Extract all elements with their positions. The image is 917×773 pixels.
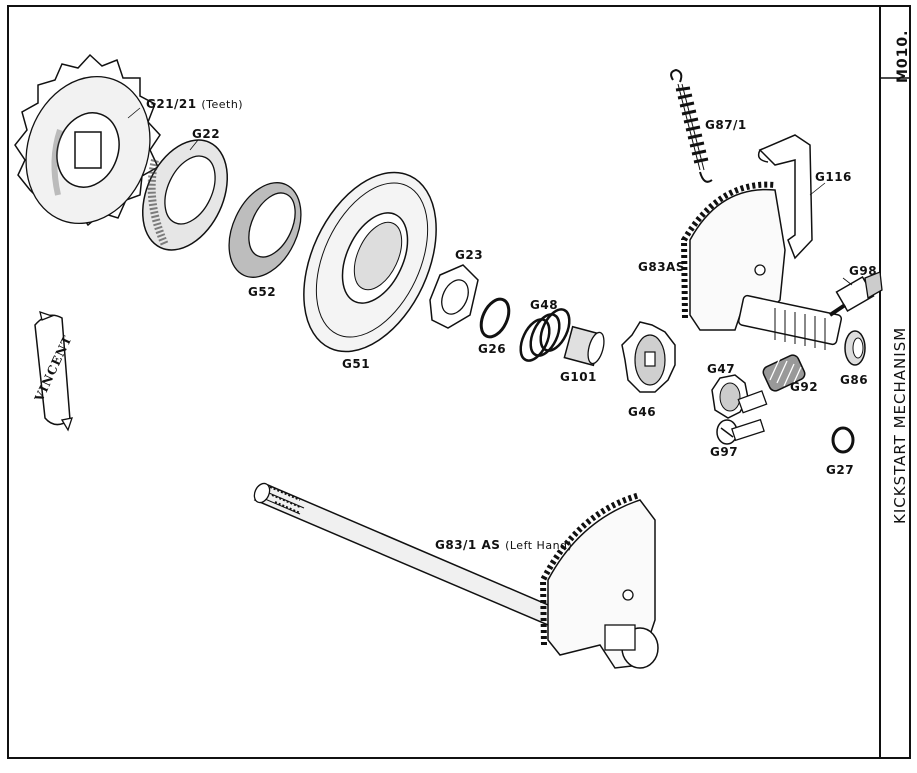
vincent-logo-scroll xyxy=(34,311,73,432)
label-g83-1as: G83/1 AS (Left Hand) xyxy=(435,538,573,552)
pawl-spring-g92 xyxy=(762,354,806,392)
sheet-title: KICKSTART MECHANISM xyxy=(891,326,909,524)
return-spring-g87 xyxy=(670,68,713,183)
label-g23: G23 xyxy=(455,248,484,262)
felt-ring-g52 xyxy=(228,182,302,278)
cover-plate-g51 xyxy=(303,171,437,353)
label-g86: G86 xyxy=(840,373,869,387)
label-g26: G26 xyxy=(478,342,507,356)
hex-nut-g23 xyxy=(429,264,479,329)
pawl-pin-g98 xyxy=(828,271,883,317)
sprocket-g21 xyxy=(14,53,161,227)
label-g101: G101 xyxy=(560,370,597,384)
label-g98: G98 xyxy=(849,264,878,278)
label-g116: G116 xyxy=(815,170,852,184)
label-g97: G97 xyxy=(710,445,739,459)
sheet-code: M010. xyxy=(895,29,911,83)
shaft-quadrant-g83-1as xyxy=(253,482,659,669)
label-g47: G47 xyxy=(707,362,736,376)
circlip-g27 xyxy=(831,426,855,454)
stop-bracket-g116 xyxy=(757,134,813,260)
label-g87: G87/1 xyxy=(705,118,747,132)
label-g46: G46 xyxy=(628,405,657,419)
label-g22: G22 xyxy=(192,127,221,141)
washer-g26 xyxy=(479,297,511,339)
collar-g86 xyxy=(844,330,866,366)
pinion-g46 xyxy=(621,321,676,393)
quadrant-g83as xyxy=(680,181,843,350)
label-g21: G21/21 (Teeth) xyxy=(146,97,244,111)
spring-g48 xyxy=(519,308,571,362)
leader-lines xyxy=(127,107,853,286)
bearing-g22 xyxy=(141,139,229,251)
screw-g97 xyxy=(716,418,765,445)
bush-g101 xyxy=(563,325,605,367)
label-g27: G27 xyxy=(826,463,855,477)
pawl-gear-g47 xyxy=(711,374,768,419)
label-g83as: G83AS xyxy=(638,260,685,274)
label-g52: G52 xyxy=(248,285,277,299)
label-g92: G92 xyxy=(790,380,819,394)
sheet-border xyxy=(7,5,911,759)
label-g48: G48 xyxy=(530,298,559,312)
label-g51: G51 xyxy=(342,357,371,371)
